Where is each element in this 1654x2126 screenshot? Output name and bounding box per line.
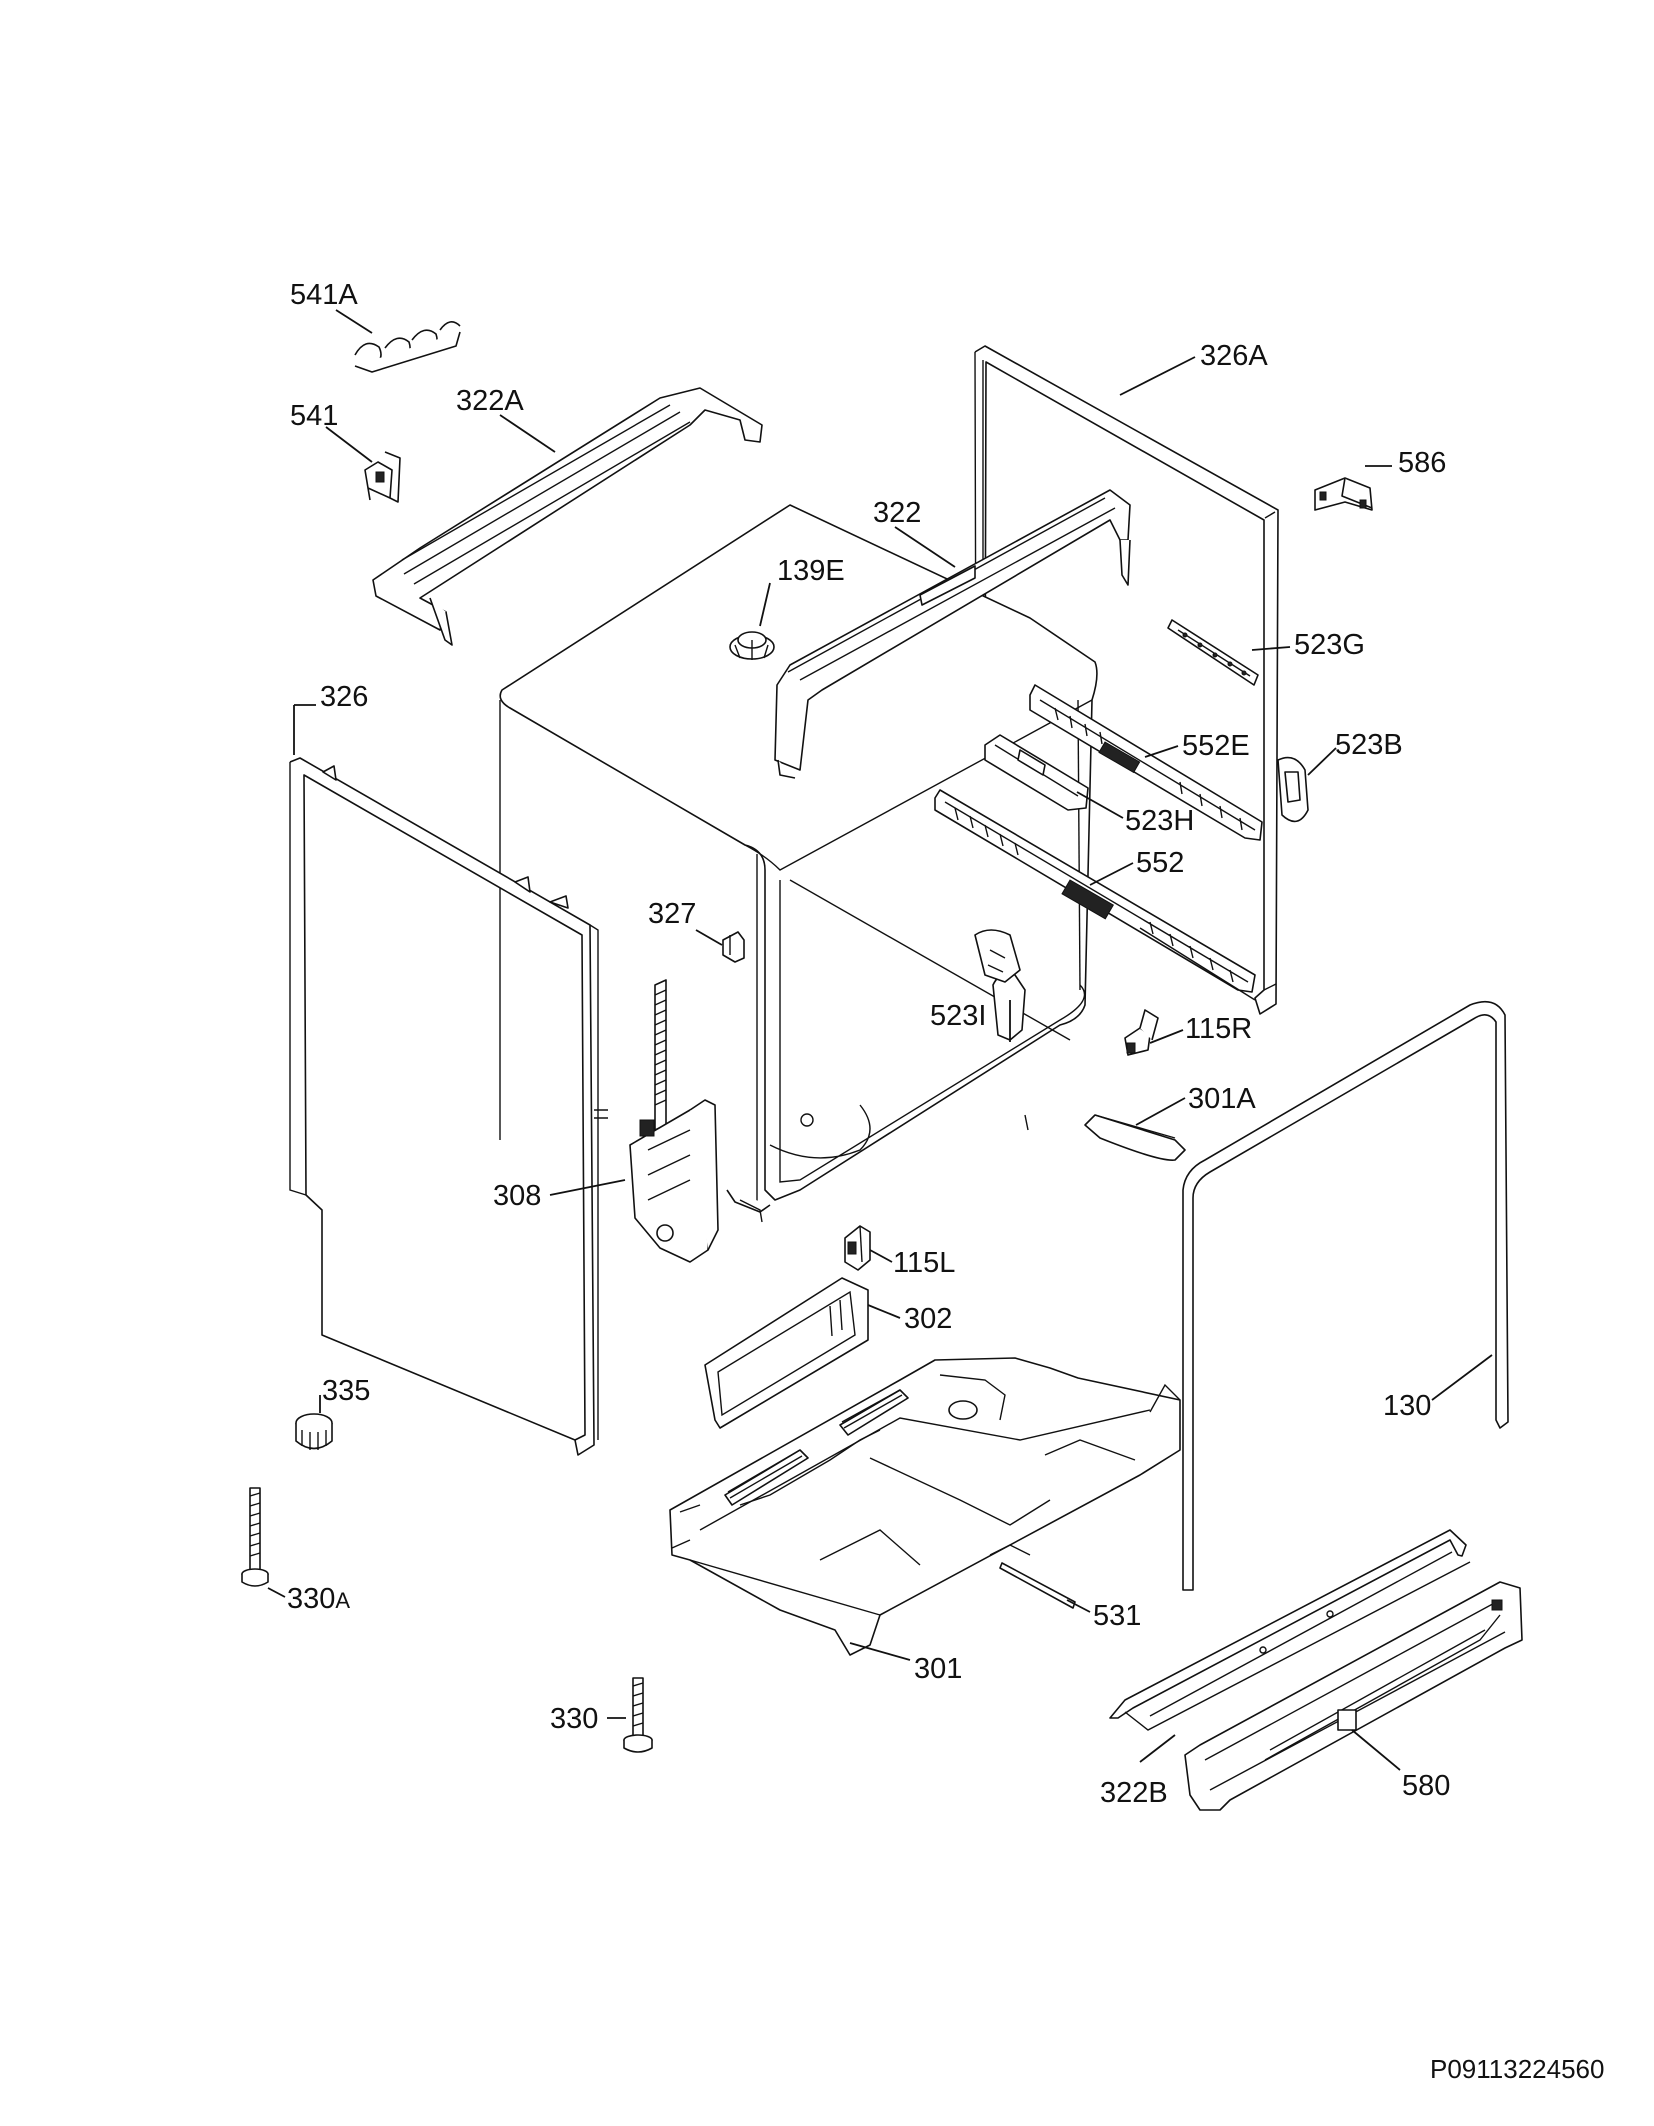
callout-115L: 115L	[893, 1247, 955, 1279]
callout-330: 330	[550, 1703, 598, 1735]
callout-580: 580	[1402, 1770, 1450, 1802]
callout-523B: 523B	[1335, 729, 1403, 761]
part-301A-cover	[1084, 1114, 1186, 1161]
part-523I-holder	[974, 929, 1026, 1041]
part-552E-rail	[1029, 684, 1263, 841]
callout-322B: 322B	[1100, 1777, 1168, 1809]
part-322A-rail	[372, 387, 763, 646]
part-541A-clip	[354, 321, 461, 373]
part-322-rail	[774, 489, 1131, 779]
callout-139E: 139E	[777, 555, 845, 587]
part-330A-screw	[241, 1487, 269, 1587]
drawing-code: P09113224560	[1430, 2054, 1604, 2084]
callout-523H: 523H	[1125, 805, 1194, 837]
callout-330A-suffix: A	[335, 1588, 350, 1613]
part-139E-nut	[729, 631, 775, 660]
callout-541: 541	[290, 400, 338, 432]
part-552-rail	[934, 789, 1256, 1001]
part-327-clip	[722, 931, 745, 963]
part-322B-rail	[1109, 1529, 1471, 1731]
part-580-base-rail	[1184, 1581, 1523, 1811]
callout-326A: 326A	[1200, 340, 1268, 372]
callout-330A: 330A	[287, 1583, 350, 1615]
part-586-bracket	[1314, 477, 1373, 511]
part-302-frame	[704, 1277, 869, 1429]
part-531-rod	[999, 1562, 1076, 1609]
callout-330A-number: 330	[287, 1583, 335, 1615]
callout-541A: 541A	[290, 279, 358, 311]
part-tub	[499, 504, 1098, 1223]
callout-326: 326	[320, 681, 368, 713]
callout-322A: 322A	[456, 385, 524, 417]
callout-322: 322	[873, 497, 921, 529]
part-115L-bracket	[844, 1225, 871, 1271]
part-523B-grommet	[1277, 756, 1309, 823]
part-130-door-seal	[1182, 1000, 1509, 1591]
callout-523I: 523I	[930, 1000, 986, 1032]
callout-301A: 301A	[1188, 1083, 1256, 1115]
callout-586: 586	[1398, 447, 1446, 479]
callout-130: 130	[1383, 1390, 1431, 1422]
callout-552: 552	[1136, 847, 1184, 879]
part-523G-strip	[1167, 619, 1259, 686]
part-523H-holder	[984, 734, 1089, 811]
part-326-side-panel	[289, 757, 599, 1456]
callout-327: 327	[648, 898, 696, 930]
callout-531: 531	[1093, 1600, 1141, 1632]
callout-302: 302	[904, 1303, 952, 1335]
part-301-base	[669, 1357, 1181, 1656]
part-330-screw	[623, 1677, 653, 1753]
callout-335: 335	[322, 1375, 370, 1407]
callout-115R: 115R	[1185, 1013, 1252, 1045]
callout-552E: 552E	[1182, 730, 1250, 762]
callout-308: 308	[493, 1180, 541, 1212]
part-335-foot	[295, 1413, 333, 1450]
part-115R-bracket	[1124, 1009, 1159, 1056]
callout-523G: 523G	[1294, 629, 1365, 661]
part-308-hinge	[594, 979, 719, 1263]
callout-301: 301	[914, 1653, 962, 1685]
part-541-bracket	[364, 451, 401, 503]
